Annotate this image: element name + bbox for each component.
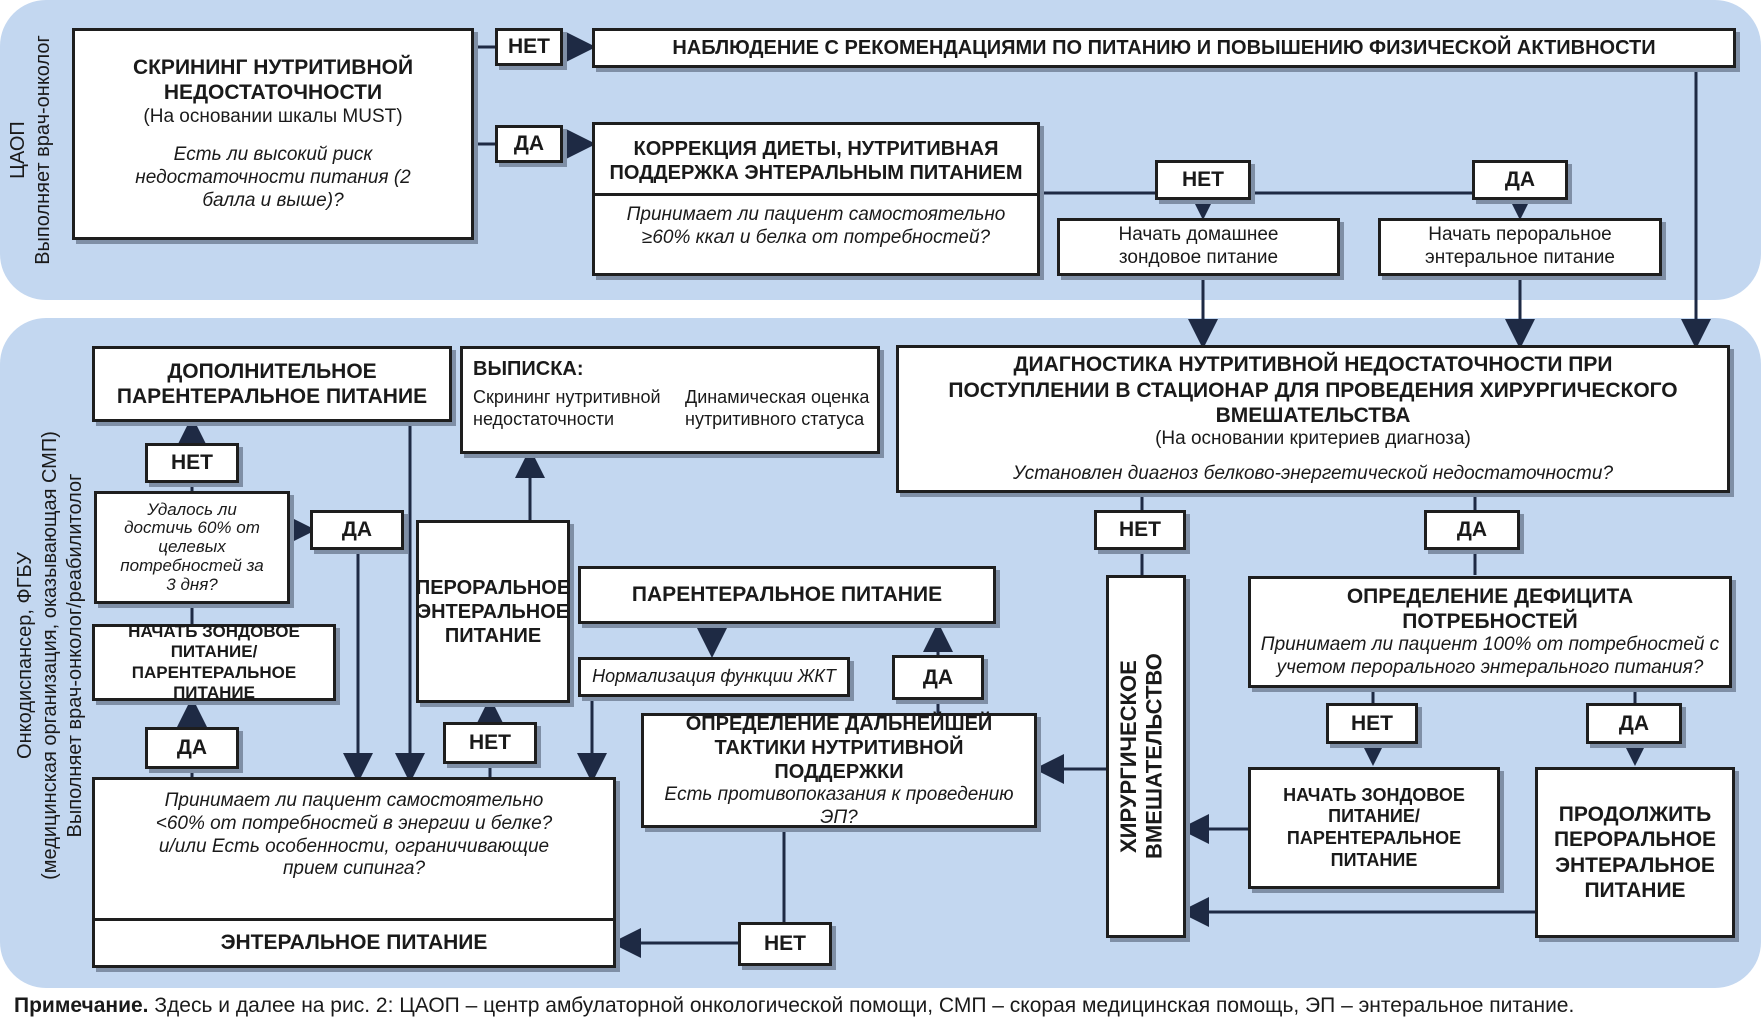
no-label-diagnostics: НЕТ — [1094, 510, 1186, 550]
yes-label-intake: ДА — [145, 727, 239, 769]
additional-parenteral-box: ДОПОЛНИТЕЛЬНОЕ ПАРЕНТЕРАЛЬНОЕ ПИТАНИЕ — [92, 346, 452, 422]
yes-label-diet: ДА — [1472, 160, 1568, 200]
no-label-screening: НЕТ — [495, 28, 563, 66]
gi-normalization-box: Нормализация функции ЖКТ — [578, 657, 850, 697]
diet-correction-box: КОРРЕКЦИЯ ДИЕТЫ, НУТРИТИВНАЯ ПОДДЕРЖКА Э… — [592, 122, 1040, 276]
discharge-dynamic: Динамическая оценка нутритивного статуса — [685, 387, 870, 429]
discharge-columns: Скрининг нутритивной недостаточности Дин… — [473, 387, 875, 430]
no-label-diet: НЕТ — [1155, 160, 1251, 200]
diagnostics-box: ДИАГНОСТИКА НУТРИТИВНОЙ НЕДОСТАТОЧНОСТИ … — [896, 345, 1730, 493]
continue-oral-enteral-box: ПРОДОЛЖИТЬ ПЕРОРАЛЬНОЕ ЭНТЕРАЛЬНОЕ ПИТАН… — [1535, 767, 1735, 938]
deficit-question: Принимает ли пациент 100% от потребносте… — [1260, 634, 1720, 679]
surgery-label: ХИРУРГИЧЕСКОЕ ВМЕШАТЕЛЬСТВО — [1116, 653, 1167, 860]
home-tube-feeding-box: Начать домашнее зондовое питание — [1057, 218, 1340, 276]
no-label-deficit: НЕТ — [1326, 703, 1418, 744]
diet-correction-question: Принимает ли пациент самостоятельно ≥60%… — [626, 204, 1006, 248]
intake-question-box: Принимает ли пациент самостоятельно <60%… — [92, 777, 616, 968]
screening-subtitle: (На основании шкалы MUST) — [143, 105, 403, 127]
start-tube-feeding-right-box: НАЧАТЬ ЗОНДОВОЕ ПИТАНИЕ/ ПАРЕНТЕРАЛЬНОЕ … — [1248, 767, 1500, 889]
diagnostics-subtitle: (На основании критериев диагноза) — [1155, 427, 1471, 449]
yes-label-diagnostics: ДА — [1424, 510, 1520, 550]
reached-60-box: Удалось ли достичь 60% от целевых потреб… — [94, 491, 290, 604]
footnote: Примечание. Здесь и далее на рис. 2: ЦАО… — [14, 994, 1574, 1018]
diet-correction-title: КОРРЕКЦИЯ ДИЕТЫ, НУТРИТИВНАЯ ПОДДЕРЖКА Э… — [595, 125, 1037, 196]
screening-box: СКРИНИНГ НУТРИТИВНОЙ НЕДОСТАТОЧНОСТИ (На… — [72, 28, 474, 240]
discharge-title: ВЫПИСКА: — [473, 358, 584, 380]
observation-box: НАБЛЮДЕНИЕ С РЕКОМЕНДАЦИЯМИ ПО ПИТАНИЮ И… — [592, 28, 1736, 68]
no-label-reached: НЕТ — [145, 443, 239, 483]
discharge-box: ВЫПИСКА: Скрининг нутритивной недостаточ… — [460, 346, 880, 454]
footnote-text: Здесь и далее на рис. 2: ЦАОП – центр ам… — [154, 994, 1575, 1017]
parenteral-box: ПАРЕНТЕРАЛЬНОЕ ПИТАНИЕ — [578, 566, 996, 624]
further-tactics-question: Есть противопоказания к проведению ЭП? — [664, 783, 1014, 828]
oral-enteral-mid-box: ПЕРОРАЛЬНОЕ ЭНТЕРАЛЬНОЕ ПИТАНИЕ — [416, 520, 570, 703]
further-tactics-box: ОПРЕДЕЛЕНИЕ ДАЛЬНЕЙШЕЙ ТАКТИКИ НУТРИТИВН… — [641, 713, 1037, 828]
yes-label-tactics: ДА — [892, 655, 984, 700]
yes-label-reached: ДА — [310, 510, 404, 550]
screening-title: СКРИНИНГ НУТРИТИВНОЙ НЕДОСТАТОЧНОСТИ — [132, 56, 414, 105]
no-label-intake: НЕТ — [443, 722, 537, 764]
discharge-screening: Скрининг нутритивной недостаточности — [473, 387, 661, 429]
deficit-title: ОПРЕДЕЛЕНИЕ ДЕФИЦИТА ПОТРЕБНОСТЕЙ — [1346, 585, 1634, 634]
start-tube-feeding-left-box: НАЧАТЬ ЗОНДОВОЕ ПИТАНИЕ/ ПАРЕНТЕРАЛЬНОЕ … — [92, 622, 336, 702]
yes-label-screening: ДА — [495, 125, 563, 163]
footnote-label: Примечание. — [14, 994, 149, 1017]
surgery-box: ХИРУРГИЧЕСКОЕ ВМЕШАТЕЛЬСТВО — [1106, 575, 1186, 938]
intake-question: Принимает ли пациент самостоятельно <60%… — [155, 790, 553, 880]
diagnostics-question: Установлен диагноз белково-энергетическо… — [1012, 462, 1614, 484]
start-oral-enteral-box: Начать пероральное энтеральное питание — [1378, 218, 1662, 276]
enteral-nutrition-footer: ЭНТЕРАЛЬНОЕ ПИТАНИЕ — [95, 918, 613, 965]
diagnostics-title: ДИАГНОСТИКА НУТРИТИВНОЙ НЕДОСТАТОЧНОСТИ … — [948, 353, 1678, 427]
screening-question: Есть ли высокий риск недостаточности пит… — [135, 144, 411, 211]
further-tactics-title: ОПРЕДЕЛЕНИЕ ДАЛЬНЕЙШЕЙ ТАКТИКИ НУТРИТИВН… — [685, 712, 993, 783]
yes-label-deficit: ДА — [1586, 703, 1682, 744]
no-label-tactics: НЕТ — [738, 922, 832, 966]
deficit-box: ОПРЕДЕЛЕНИЕ ДЕФИЦИТА ПОТРЕБНОСТЕЙ Приним… — [1248, 576, 1732, 688]
